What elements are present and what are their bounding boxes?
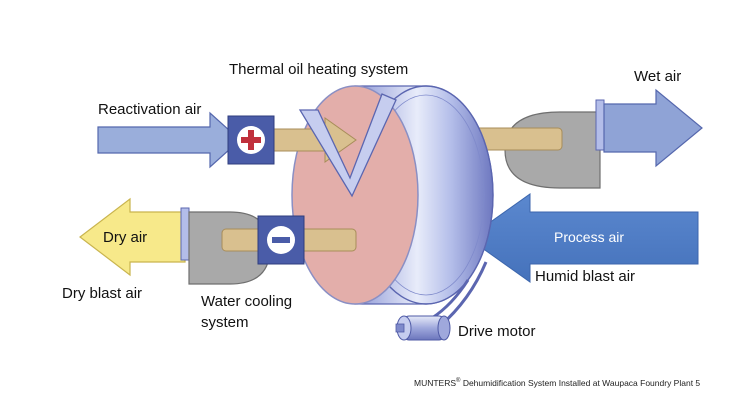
process-air-label: Process air [554,229,625,245]
water-cooling-label-line1: Water cooling [201,293,293,310]
reactivation-air-label: Reactivation air [98,101,202,118]
caption-brand: MUNTERS [414,378,457,388]
process-air-arrow [467,193,699,283]
caption-text: Dehumidification System Installed at Wau… [460,378,701,388]
dry-air-arrow [79,197,186,277]
drive-motor-label: Drive motor [458,323,536,340]
humid-blast-air-label: Humid blast air [535,268,636,285]
plus-icon-hbar [241,137,261,143]
dry-blast-air-label: Dry blast air [62,285,143,302]
thermal-oil-label: Thermal oil heating system [229,61,409,78]
dry-air-label: Dry air [103,229,148,246]
drive-motor [395,315,451,341]
wet-air-arrow [603,88,703,168]
caption: MUNTERS® Dehumidification System Install… [414,378,700,388]
minus-icon-bar [272,237,290,243]
sector-divider [298,93,397,198]
dry-air-flange [180,207,190,261]
wet-air-label: Wet air [634,68,682,85]
water-cooling-label-line2: system [201,314,249,331]
wet-air-flange [595,99,605,151]
reactivation-air-arrow [97,111,241,169]
caption-mark: ® [456,378,461,385]
